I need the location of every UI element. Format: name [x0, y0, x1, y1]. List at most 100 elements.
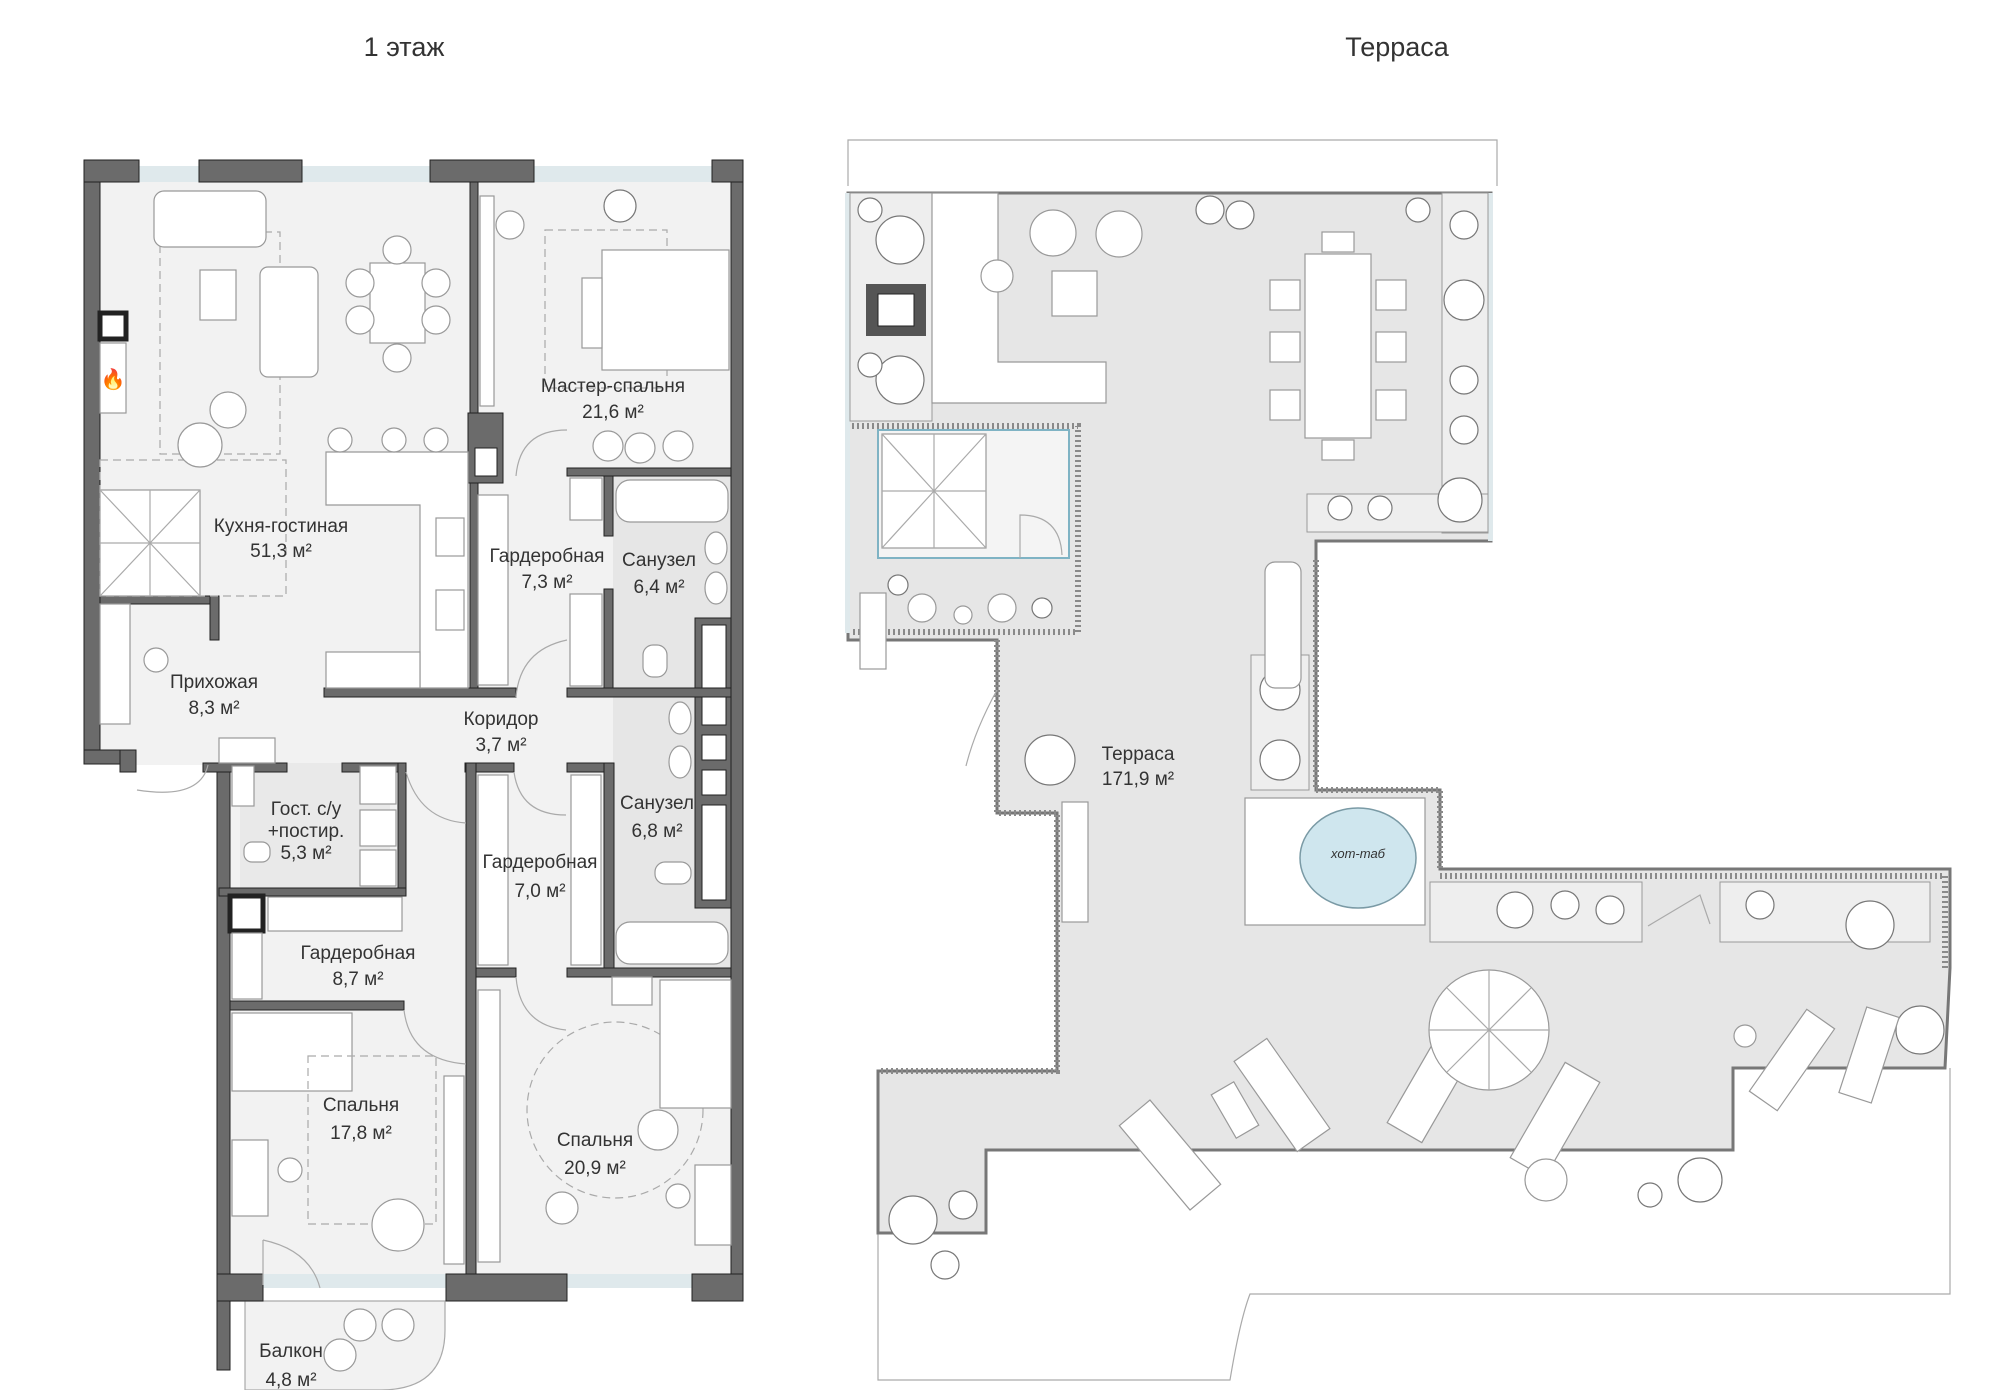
desk-chair [277, 1157, 303, 1183]
cooktop [435, 517, 465, 557]
plant-icon [857, 197, 883, 223]
plant-icon [888, 1195, 938, 1245]
room-area: 20,9 м² [564, 1158, 626, 1179]
wardrobe [477, 989, 501, 1263]
terrace-door[interactable] [965, 689, 998, 767]
door[interactable] [515, 429, 568, 477]
wall-pier [429, 159, 535, 183]
hot-tub [1299, 807, 1417, 909]
plant-icon [1637, 1182, 1663, 1208]
plant-icon [1895, 1005, 1945, 1055]
coffee-table [199, 269, 237, 321]
door[interactable] [405, 771, 467, 824]
plant-icon [1367, 495, 1393, 521]
plant-icon [887, 574, 909, 596]
plant-icon [1405, 197, 1431, 223]
railing [878, 640, 1060, 1074]
wall-pier [711, 159, 744, 183]
interior-wall [218, 887, 407, 897]
interior-wall [566, 467, 732, 477]
bathtub [615, 479, 729, 523]
interior-wall [475, 967, 517, 978]
entrance-door[interactable] [136, 764, 209, 793]
room-name: Прихожая [170, 672, 258, 693]
interior-wall [465, 762, 477, 1275]
room-name: Балкон [259, 1341, 323, 1362]
interior-wall [603, 475, 614, 537]
nightstand [611, 976, 653, 1006]
room-area: 21,6 м² [582, 402, 644, 423]
room-area: 51,3 м² [250, 541, 312, 562]
terrace-door[interactable] [1647, 894, 1711, 927]
interior-wall [469, 482, 479, 689]
room-area: 6,8 м² [631, 821, 682, 842]
room-name: Спальня [323, 1095, 399, 1116]
side-table [624, 432, 656, 464]
interior-wall [566, 687, 732, 698]
sun-lounger [1748, 1008, 1836, 1112]
sink [435, 589, 465, 631]
outer-wall [83, 159, 101, 763]
sofa [153, 190, 267, 248]
wardrobe [443, 1075, 465, 1265]
plant-icon [1449, 365, 1479, 395]
plant-icon [1550, 890, 1580, 920]
room-area: 5,3 м² [280, 843, 331, 864]
interior-wall [323, 687, 517, 698]
pouf [1095, 210, 1143, 258]
sun-lounger [1233, 1037, 1331, 1153]
room-area: 8,7 м² [332, 969, 383, 990]
interior-wall [99, 595, 220, 605]
door[interactable] [515, 976, 567, 1031]
stair-door[interactable] [1019, 514, 1063, 558]
armchair [592, 430, 624, 462]
door[interactable] [513, 771, 567, 816]
outer-wall [119, 749, 137, 773]
plant-icon [1031, 597, 1053, 619]
lounge-sofa [931, 192, 1107, 404]
room-area: 7,3 м² [521, 572, 572, 593]
shaft [701, 804, 727, 901]
floor1-plan: 🔥 [83, 159, 744, 1390]
plant-icon [1443, 279, 1485, 321]
interior-wall [464, 762, 515, 773]
chair [1321, 231, 1355, 253]
room-area: 6,4 м² [633, 577, 684, 598]
plant-icon [1327, 495, 1353, 521]
room-name: Гардеробная [483, 852, 598, 873]
washing-machine [359, 809, 397, 847]
side-table [545, 1191, 579, 1225]
room-area: 8,3 м² [188, 698, 239, 719]
interior-wall [603, 762, 615, 969]
room-area: 171,9 м² [1102, 769, 1174, 790]
washbasin [231, 765, 255, 807]
balcony-table [323, 1338, 357, 1372]
door[interactable] [403, 1009, 467, 1065]
fire-icon: 🔥 [101, 367, 126, 391]
room-area: 17,8 м² [330, 1123, 392, 1144]
room-name: Кухня-гостиная [214, 516, 348, 537]
balcony-door[interactable] [262, 1239, 321, 1289]
sofa [259, 266, 319, 378]
kitchen-cabinet [325, 651, 421, 689]
washbasin [704, 531, 728, 565]
wall-pier [83, 159, 140, 183]
parasol-ribs [1429, 970, 1549, 1090]
bed [231, 1012, 353, 1092]
door[interactable] [515, 639, 568, 698]
wall-pier [691, 1273, 744, 1302]
chair [1269, 389, 1301, 421]
console [218, 737, 276, 764]
shaft [701, 734, 727, 761]
grill [1264, 561, 1302, 689]
plant-icon [1024, 734, 1076, 786]
plant-icon [1437, 477, 1483, 523]
chair [421, 268, 451, 298]
balcony-chair [343, 1308, 377, 1342]
chair [1375, 331, 1407, 363]
plant-icon [875, 215, 925, 265]
dining-table [369, 262, 426, 344]
side-table [953, 605, 973, 625]
balcony-chair [381, 1308, 415, 1342]
interior-wall [469, 181, 479, 414]
